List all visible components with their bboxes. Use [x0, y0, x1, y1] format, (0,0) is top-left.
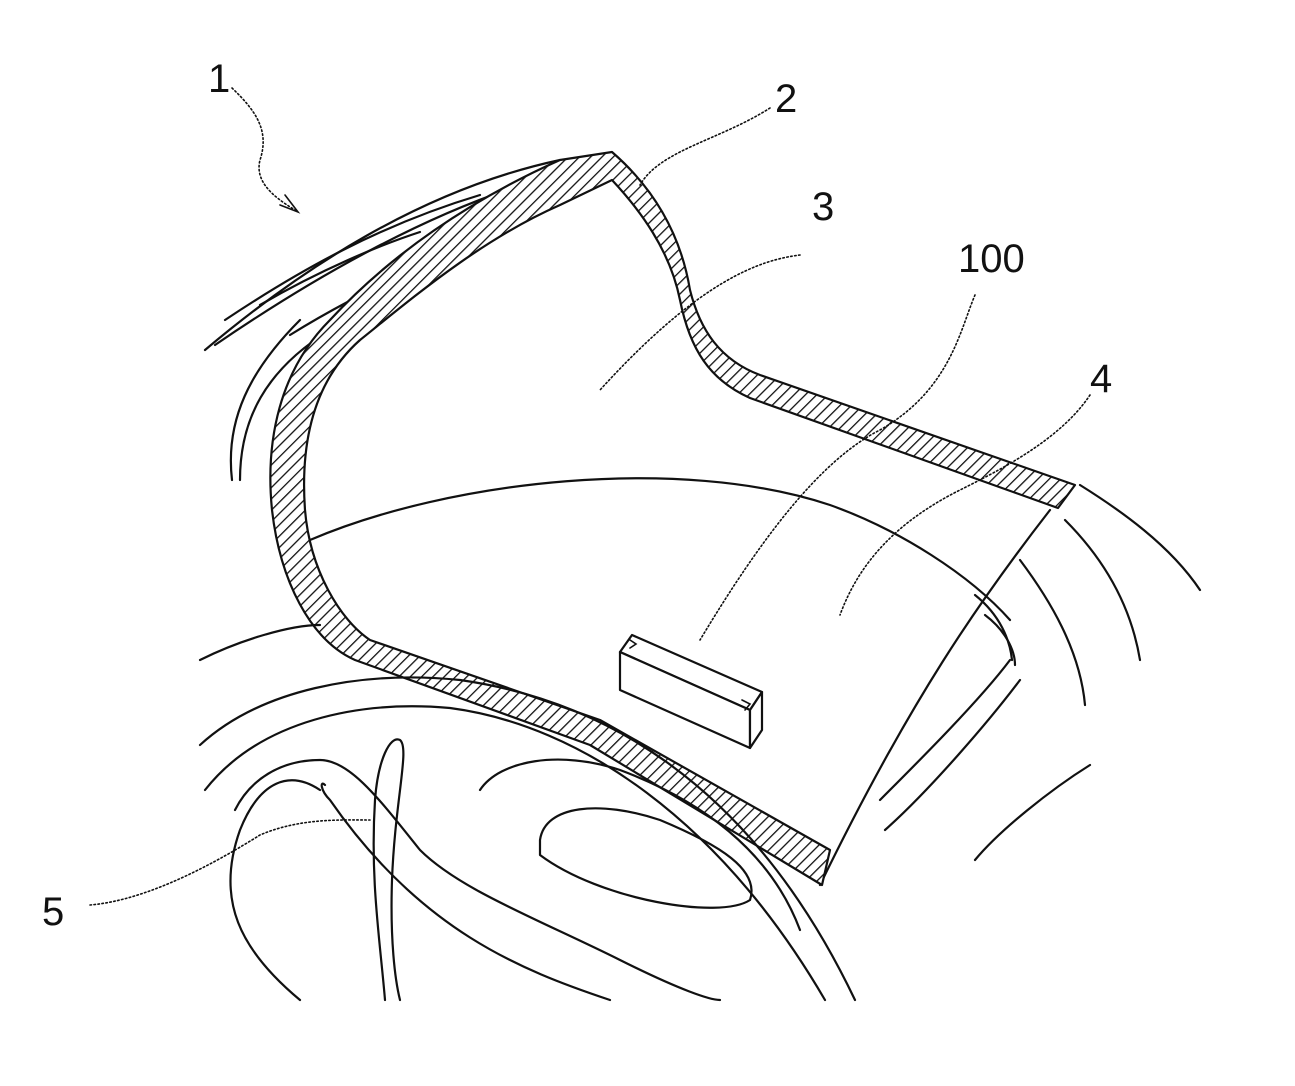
label-tire: 1: [208, 57, 230, 101]
label-inner-surface: 3: [812, 185, 834, 229]
label-inner-liner: 4: [1090, 357, 1112, 401]
label-tread: 2: [775, 77, 797, 121]
sensor-device: [620, 635, 762, 748]
leader-lines: [90, 88, 1090, 905]
right-curves: [880, 485, 1200, 860]
label-rim: 5: [42, 890, 64, 934]
tire-carcass-wall: [270, 152, 1075, 885]
label-sensor: 100: [958, 237, 1025, 281]
